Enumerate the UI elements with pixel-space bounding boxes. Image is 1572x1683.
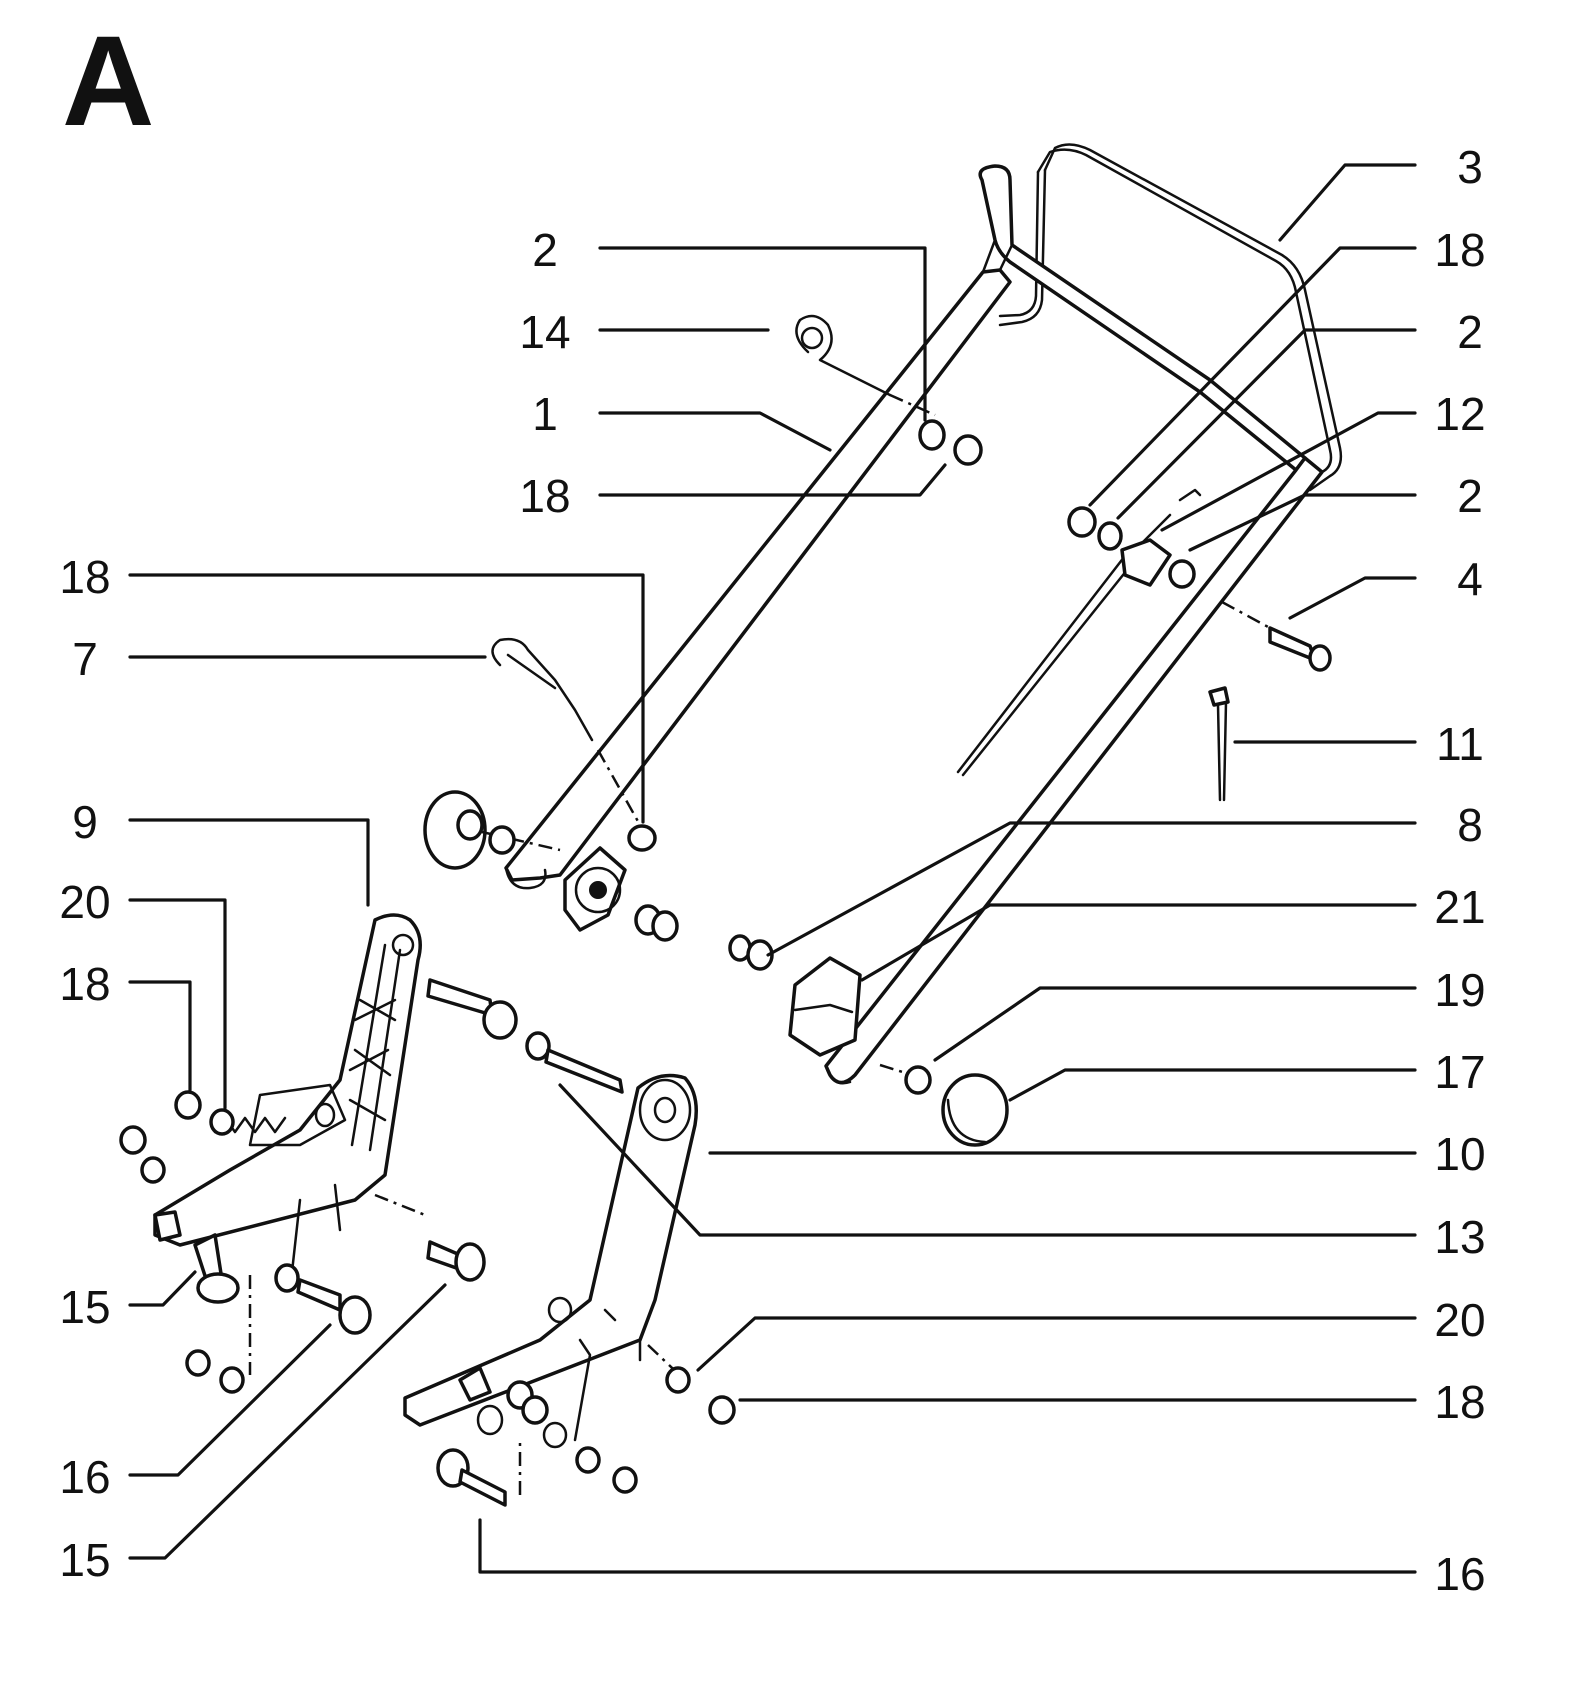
callout-13: 13 bbox=[1434, 1211, 1485, 1263]
callout-18-left-lower: 18 bbox=[59, 958, 110, 1010]
callout-20-right: 20 bbox=[1434, 1294, 1485, 1346]
right-hub-drawing bbox=[728, 934, 1009, 1147]
right-bracket-drawing bbox=[403, 1073, 736, 1507]
callout-10: 10 bbox=[1434, 1128, 1485, 1180]
callout-3: 3 bbox=[1457, 141, 1483, 193]
callout-18-upper: 18 bbox=[519, 470, 570, 522]
callout-15-upper: 15 bbox=[59, 1281, 110, 1333]
callout-18-right: 18 bbox=[1434, 224, 1485, 276]
callout-21: 21 bbox=[1434, 881, 1485, 933]
callout-2-upper: 2 bbox=[532, 224, 558, 276]
figure-title: A bbox=[62, 10, 154, 153]
left-bracket-drawing bbox=[119, 913, 624, 1394]
callout-19: 19 bbox=[1434, 964, 1485, 1016]
leader-lines bbox=[128, 163, 1417, 1574]
upper-hardware-drawing bbox=[491, 314, 1332, 852]
callout-15-lower: 15 bbox=[59, 1534, 110, 1586]
callout-16-left: 16 bbox=[59, 1451, 110, 1503]
callout-1: 1 bbox=[532, 388, 558, 440]
callout-2-right-lower: 2 bbox=[1457, 470, 1483, 522]
callout-9: 9 bbox=[72, 796, 98, 848]
left-hub-drawing bbox=[423, 790, 679, 942]
callout-4: 4 bbox=[1457, 553, 1483, 605]
handle-assembly-drawing bbox=[504, 143, 1343, 1085]
callout-8: 8 bbox=[1457, 799, 1483, 851]
callout-16-right: 16 bbox=[1434, 1548, 1485, 1600]
callout-18-left: 18 bbox=[59, 551, 110, 603]
callout-11: 11 bbox=[1436, 718, 1484, 770]
callout-14: 14 bbox=[519, 306, 570, 358]
callout-20-left: 20 bbox=[59, 876, 110, 928]
callout-labels: 2 14 1 18 18 7 9 20 18 15 16 15 3 18 2 1… bbox=[59, 141, 1485, 1600]
callout-7: 7 bbox=[72, 633, 98, 685]
callout-17: 17 bbox=[1434, 1046, 1485, 1098]
callout-18-right-lower: 18 bbox=[1434, 1376, 1485, 1428]
callout-12: 12 bbox=[1434, 388, 1485, 440]
callout-2-right: 2 bbox=[1457, 306, 1483, 358]
